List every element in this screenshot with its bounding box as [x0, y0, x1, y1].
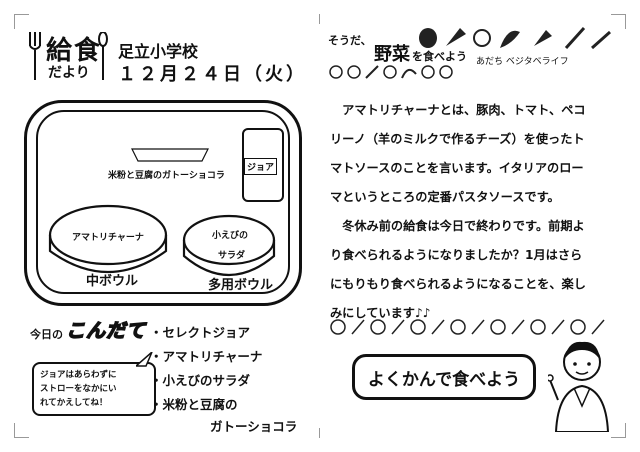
menu-heading: 今日の こんだて	[30, 316, 150, 346]
menu-item-1: ・セレクトジョア	[150, 325, 251, 340]
nutritionist-illustration-icon	[548, 341, 610, 432]
center-fold-mark	[319, 14, 320, 24]
menu-item-2: ・アマトリチャーナ	[150, 349, 263, 364]
bowl2-text-1: 小えびの	[212, 231, 249, 241]
article-line-1: アマトリチャーナとは、豚肉、トマト、ペコ	[330, 103, 586, 117]
cake-plate	[131, 148, 209, 162]
bubble-line-3: れてかえしてね！	[40, 398, 108, 408]
school-name: 足立小学校	[118, 42, 199, 61]
menu-item-5: ガトーショコラ	[210, 419, 298, 434]
fork-icon	[29, 32, 41, 80]
joa-carton	[242, 128, 284, 202]
article-line-4: マというところの定番パスタソースです。	[330, 190, 560, 204]
bowl2-text-2: サラダ	[218, 251, 246, 261]
article-line-3: マトソースのことを言います。イタリアのロー	[330, 161, 584, 175]
spoon-icon	[98, 32, 108, 80]
logo-title: 給食	[46, 36, 103, 66]
eat-well-sign: よくかんで食べよう	[352, 354, 536, 400]
crop-mark-top-right	[611, 14, 626, 29]
vegetable-row-icon	[329, 65, 453, 79]
article-line-8: みにしています♪♪	[330, 306, 431, 320]
article-line-6: り食べられるようになりましたか？1月はさら	[330, 248, 583, 262]
tray-inner	[36, 110, 290, 294]
tray	[24, 100, 302, 306]
medium-bowl	[48, 204, 168, 274]
article-line-7: にもりもり食べられるようになることを、楽し	[330, 277, 586, 291]
logo: 給食 だより	[28, 26, 108, 86]
banner-small: そうだ、	[328, 34, 372, 47]
menu-heading-small: 今日の	[30, 328, 63, 341]
banner-big: 野菜	[374, 44, 410, 65]
logo-subtitle: だより	[48, 65, 90, 81]
banner-sub: あだち ベジタベライフ	[476, 57, 569, 67]
bubble-line-1: ジョアはあらわずに	[40, 370, 117, 380]
vegetable-border-icon	[330, 319, 605, 335]
article-line-2: リーノ（羊のミルクで作るチーズ）を使ったト	[330, 132, 585, 146]
date: １２月２４日（火）	[118, 64, 307, 85]
eat-well-text: よくかんで食べよう	[367, 369, 521, 390]
cake-label: 米粉と豆腐のガトーショコラ	[108, 171, 225, 181]
banner-tail: を食べよう	[412, 50, 467, 63]
medium-bowl-label: 中ボウル	[86, 274, 139, 289]
multi-bowl-label: 多用ボウル	[208, 278, 274, 293]
article-text: アマトリチャーナとは、豚肉、トマト、ペコ リーノ（羊のミルクで作るチーズ）を使っ…	[330, 96, 620, 328]
menu-item-4: ・米粉と豆腐の	[150, 397, 238, 412]
menu-heading-big: こんだて	[65, 319, 147, 343]
vegetable-illustration-icon	[419, 26, 611, 50]
center-fold-mark-bottom	[319, 428, 320, 438]
article-line-5: 冬休み前の給食は今日で終わりです。前期よ	[330, 219, 585, 233]
bubble-tail	[136, 352, 153, 367]
crop-mark-top-left	[14, 14, 29, 29]
crop-mark-bottom-right	[611, 423, 626, 438]
menu-item-3: ・小えびのサラダ	[150, 373, 251, 388]
joa-notice-bubble: ジョアはあらわずに ストローをなかにい れてかえしてね！	[32, 362, 156, 416]
multi-bowl	[182, 214, 276, 276]
vegetable-banner: そうだ、 野菜 を食べよう あだち ベジタベライフ	[328, 24, 614, 82]
joa-label: ジョア	[244, 158, 278, 175]
bowl1-text: アマトリチャーナ	[72, 233, 144, 243]
bubble-line-2: ストローをなかにい	[40, 384, 117, 394]
crop-mark-bottom-left	[14, 423, 29, 438]
